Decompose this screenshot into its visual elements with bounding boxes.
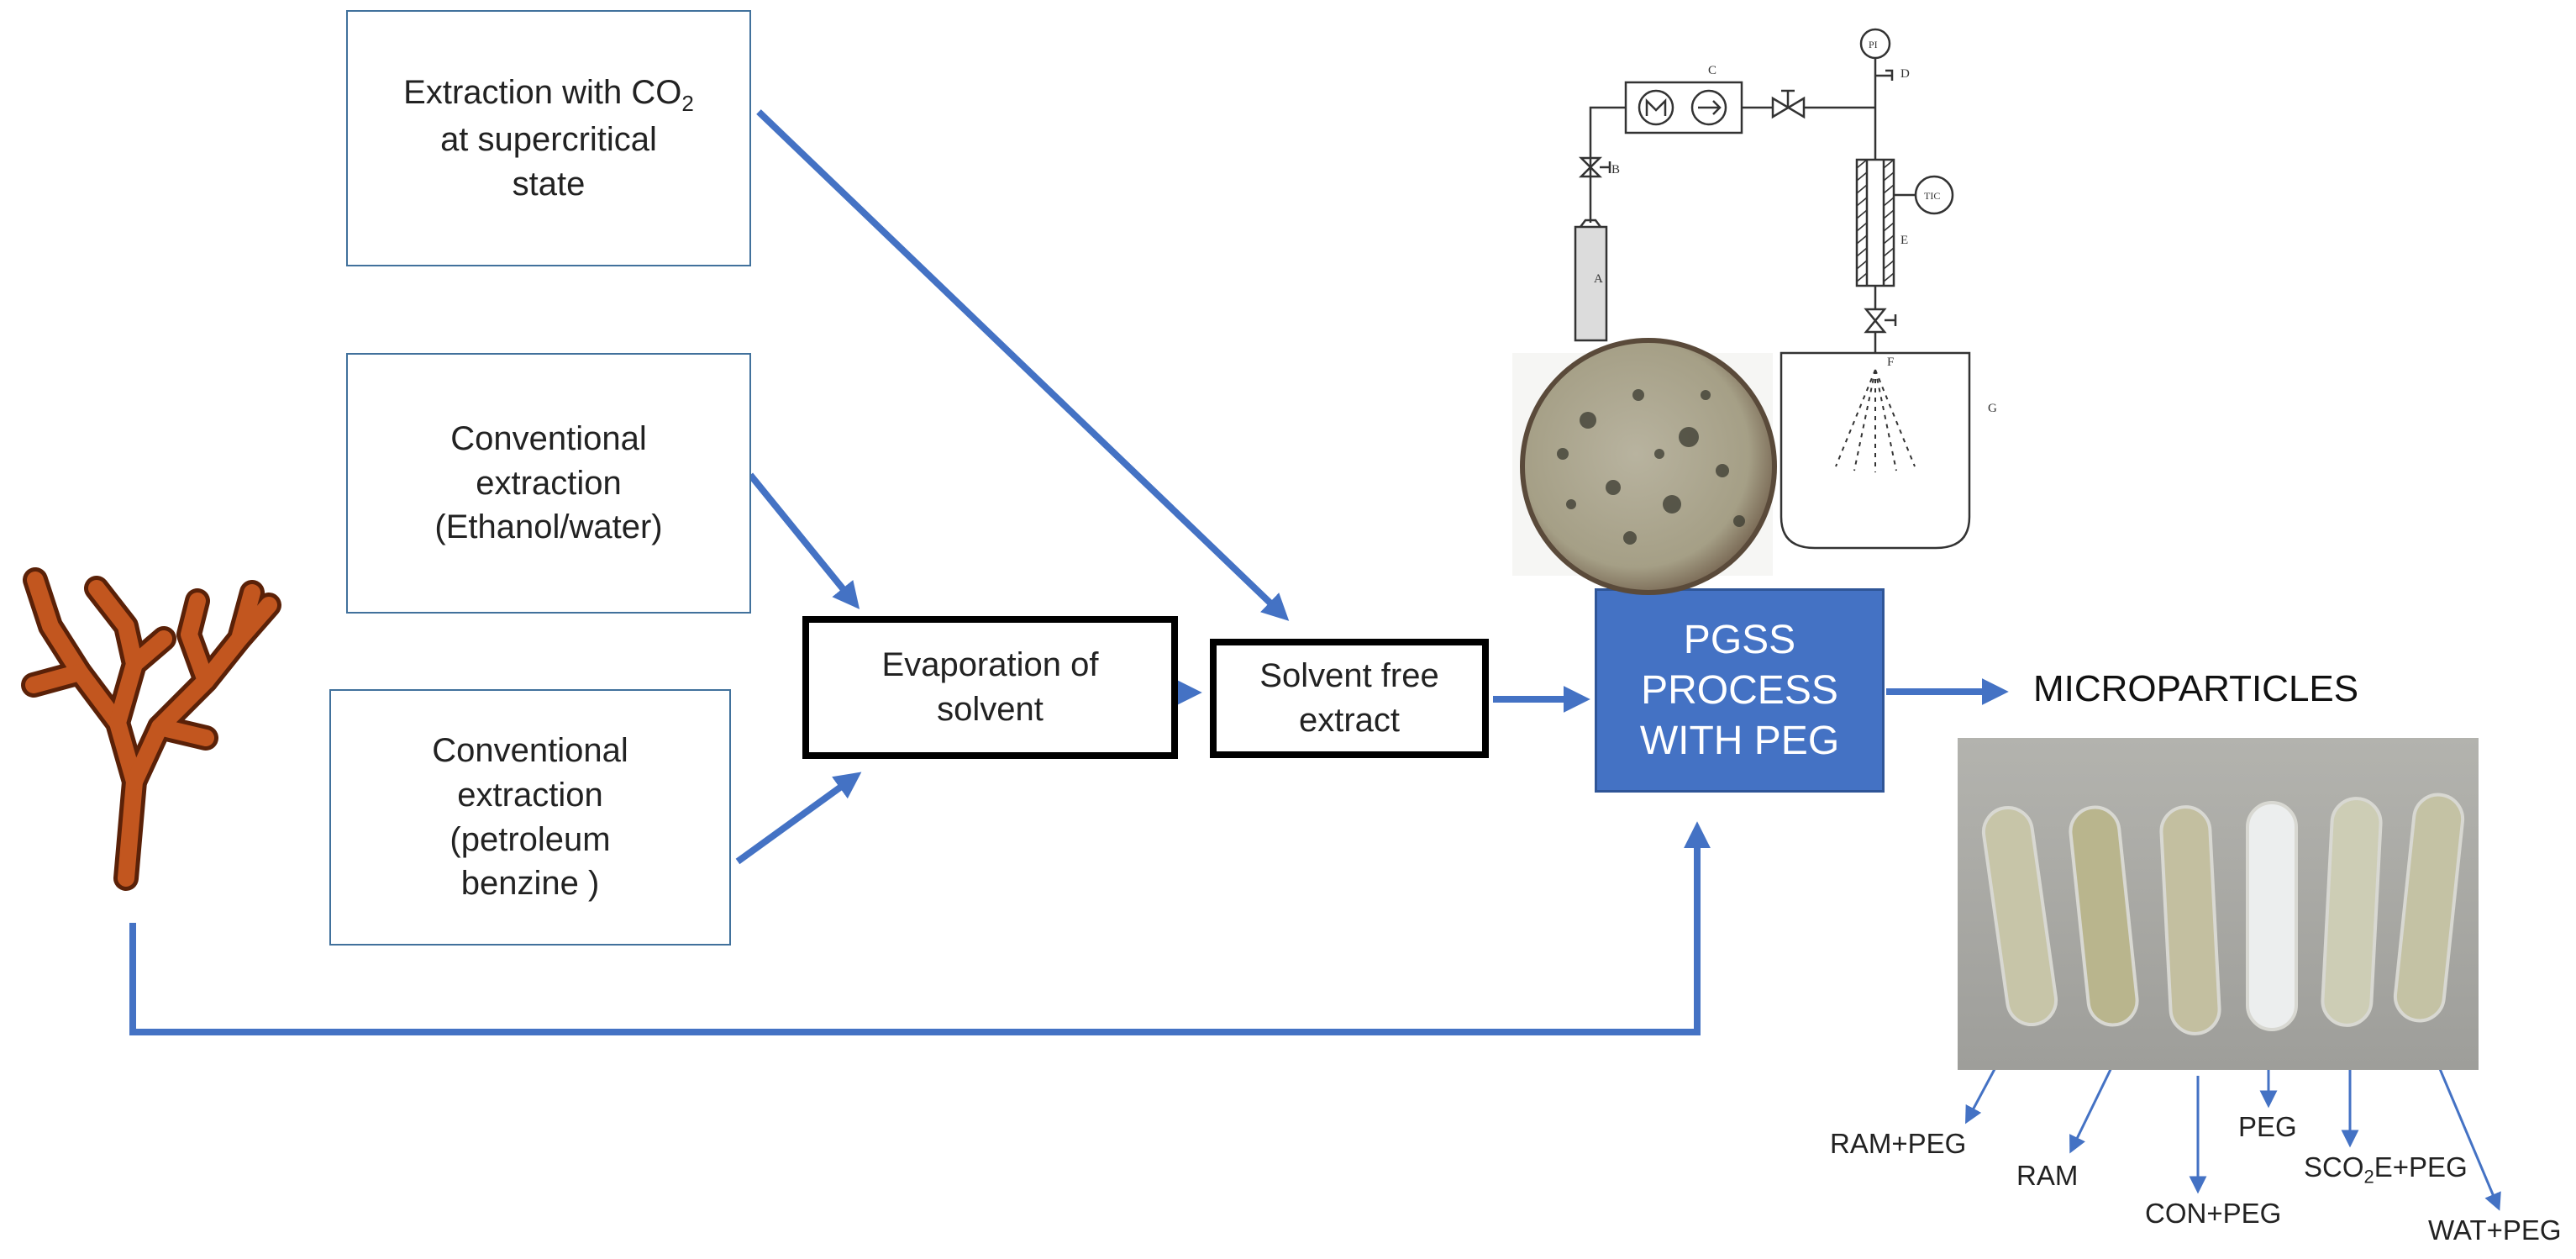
label-wat-peg: WAT+PEG xyxy=(2428,1214,2562,1246)
label-ram-peg: RAM+PEG xyxy=(1830,1128,1967,1159)
microparticles-label: MICROPARTICLES xyxy=(2033,668,2359,709)
arrow-raw-to-pgss xyxy=(129,821,1711,1035)
pointer-ram-peg xyxy=(1965,1012,2027,1125)
label-sco2e-peg: SCO2E+PEG xyxy=(2304,1151,2468,1188)
box-evaporation: Evaporation of solvent xyxy=(802,616,1178,759)
box-solvent-free-extract: Solvent free extract xyxy=(1210,639,1489,758)
label-con-peg: CON+PEG xyxy=(2145,1198,2282,1229)
arrow-petroleum-to-evaporation xyxy=(735,772,862,865)
arrow-ethanol-to-evaporation xyxy=(747,472,860,609)
pointer-ram xyxy=(2069,1020,2136,1154)
label-ram: RAM xyxy=(2016,1160,2079,1191)
box-pgss-process: PGSS PROCESS WITH PEG xyxy=(1595,588,1885,793)
arrow-supercritical-to-solvent-free xyxy=(756,109,1290,621)
box-petroleum-extraction: Conventional extraction (petroleum benzi… xyxy=(329,689,731,946)
box-supercritical-extraction: Extraction with CO2 at supercritical sta… xyxy=(346,10,751,266)
label-peg: PEG xyxy=(2238,1111,2297,1142)
box-ethanol-extraction: Conventional extraction (Ethanol/water) xyxy=(346,353,751,614)
